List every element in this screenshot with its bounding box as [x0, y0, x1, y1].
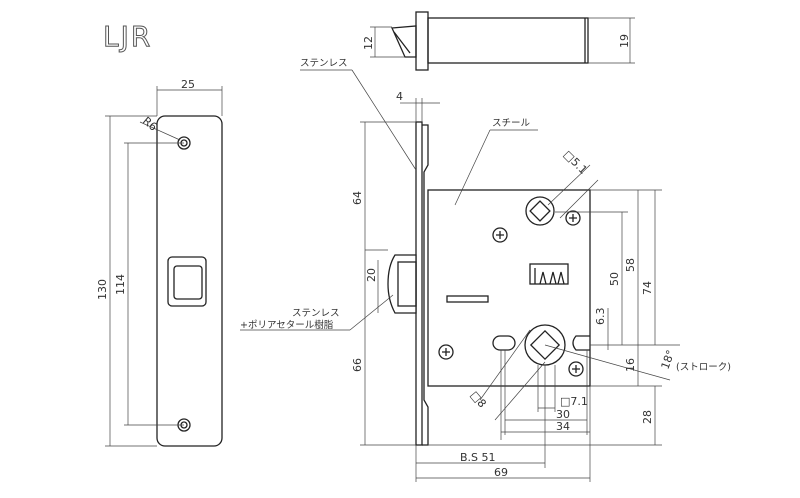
case-material-label: スチール	[492, 118, 531, 129]
dim-28: 28	[641, 410, 654, 424]
faceplate-material-label: ステンレス	[300, 58, 348, 69]
screw-icon	[438, 210, 584, 377]
spindle-inner-dim: □7.1	[560, 395, 588, 408]
front-height-dim: 130	[96, 279, 109, 300]
latch-dim: 20	[365, 268, 378, 282]
faceplate-thickness-dim: 4	[396, 90, 403, 103]
dim-6-3: 6.3	[594, 308, 607, 326]
angle-dim: 18°	[659, 348, 678, 371]
hole-pitch-dim: 114	[114, 274, 127, 295]
lower-dim: 66	[351, 358, 364, 372]
latch-material-label-2: +ポリアセタール樹脂	[240, 319, 334, 331]
dim-34: 34	[556, 420, 570, 433]
latch-material-label-1: ステンレス	[292, 308, 340, 319]
dim-50: 50	[608, 272, 621, 286]
front-faceplate-view	[105, 86, 223, 447]
front-width-dim: 25	[181, 78, 195, 91]
depth-dim: 69	[494, 466, 508, 479]
dim-30: 30	[556, 408, 570, 421]
latch-height-dim: 12	[362, 36, 375, 50]
case-thickness-dim: 19	[618, 34, 631, 48]
drawing-title: LJR	[103, 20, 152, 53]
side-view	[240, 69, 680, 482]
dim-74: 74	[641, 281, 654, 295]
stroke-label: (ストローク)	[676, 362, 731, 373]
dim-58: 58	[624, 258, 637, 272]
backset-dim: B.S 51	[460, 451, 496, 464]
cylinder-square-dim: □5.1	[561, 148, 590, 177]
dim-16: 16	[624, 358, 637, 372]
upper-dim: 64	[351, 191, 364, 205]
top-view	[370, 11, 635, 71]
